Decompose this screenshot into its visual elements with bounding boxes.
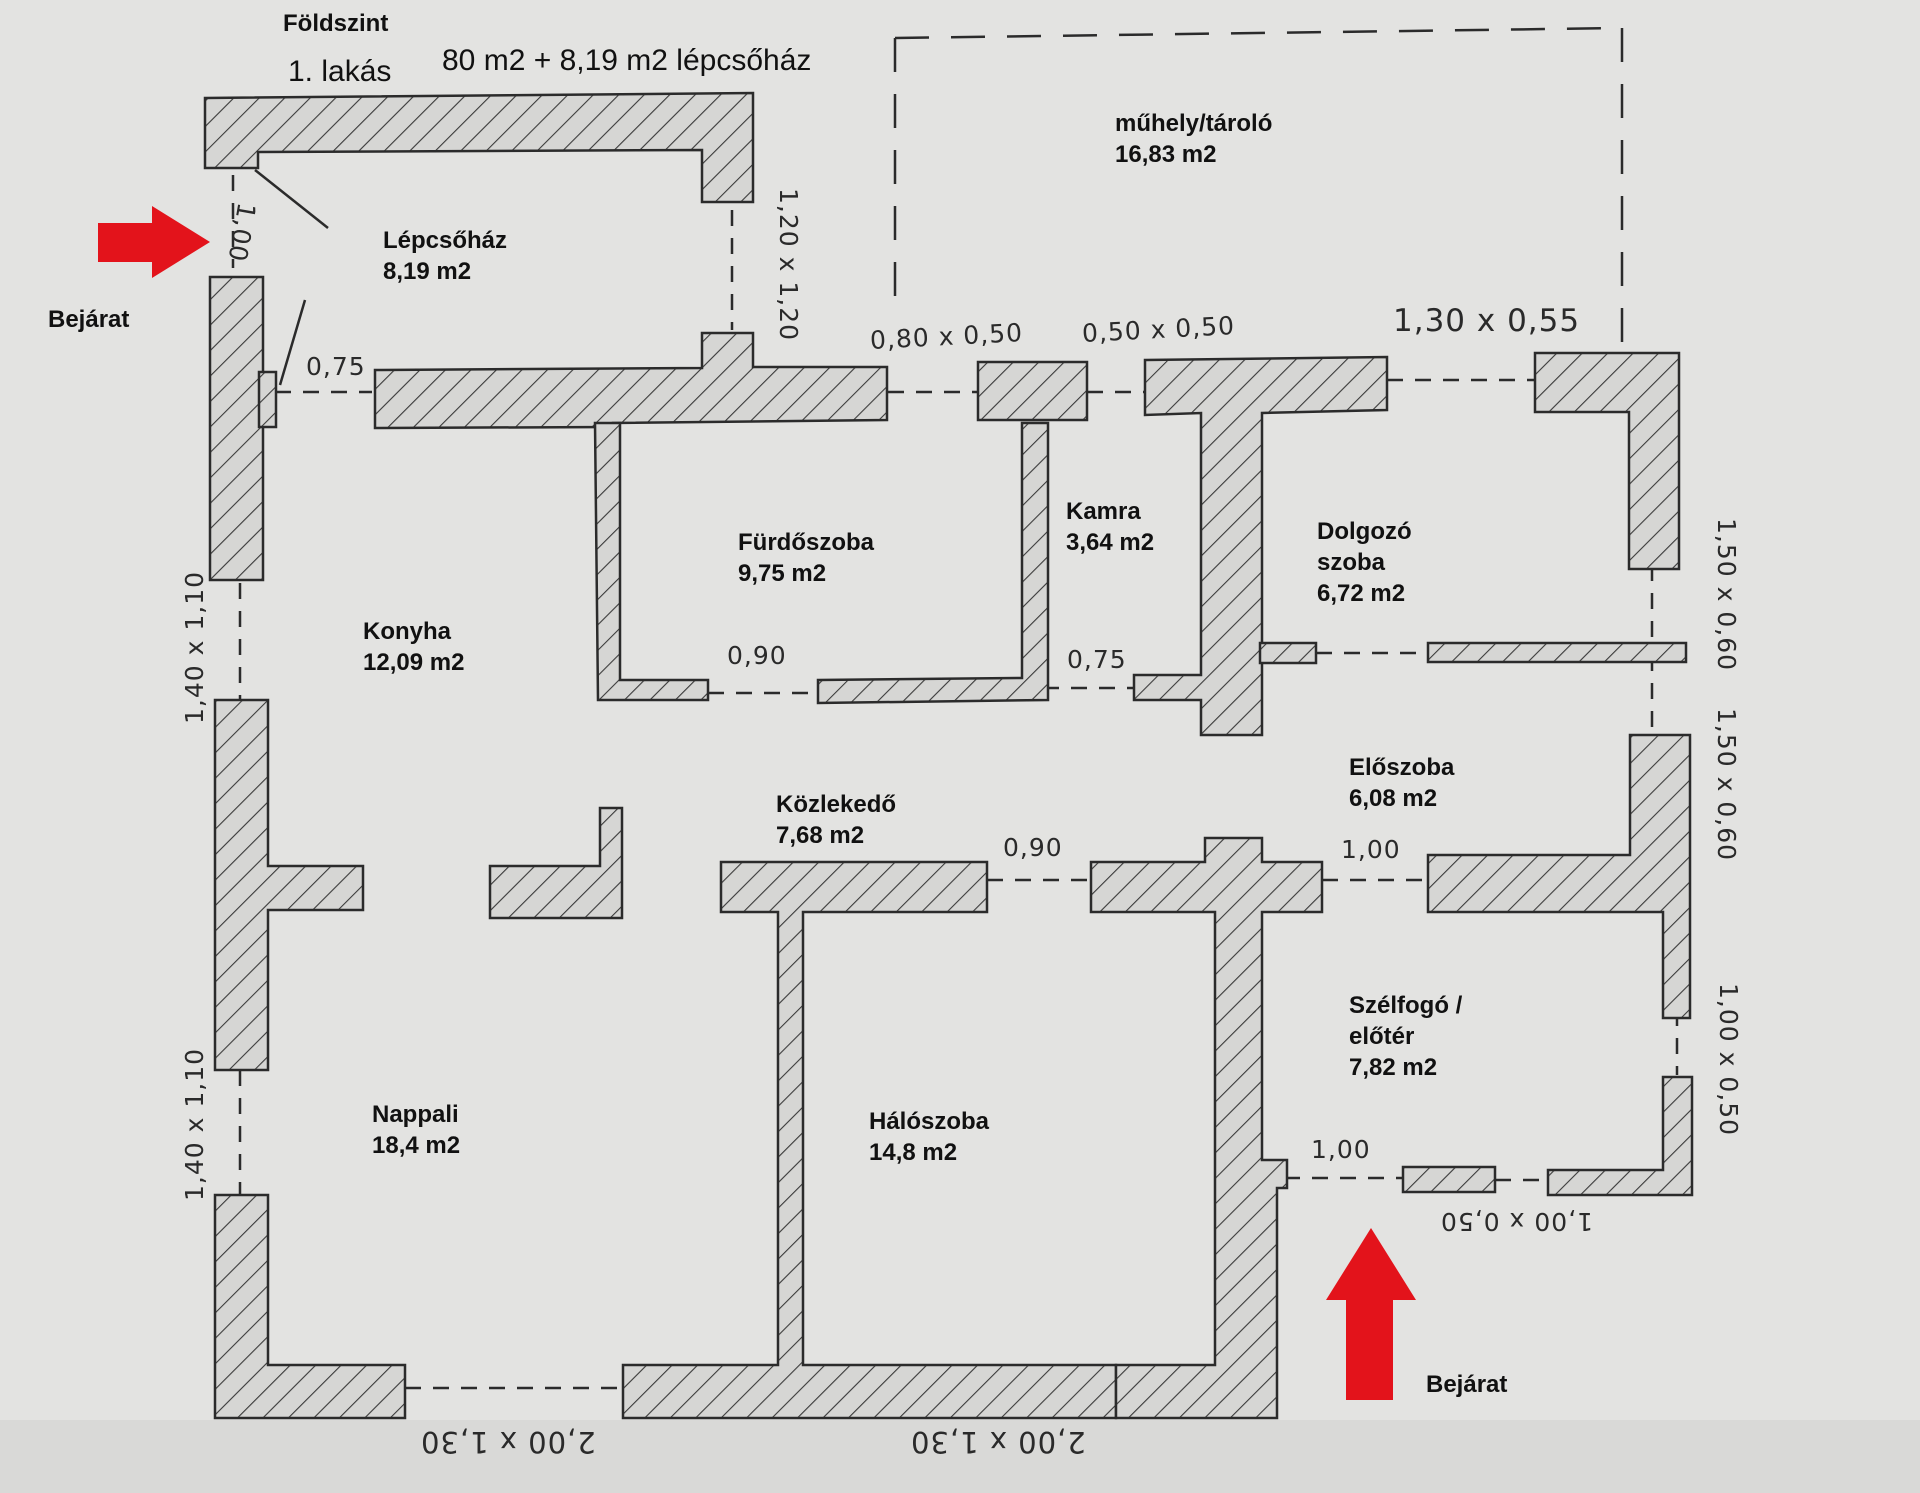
room-lepcsohaz: Lépcsőház 8,19 m2	[383, 225, 507, 287]
dim-window-bottom-2: 2,00 x 1,30	[910, 1425, 1086, 1459]
door-swings	[254, 169, 329, 386]
room-kozlekedo: Közlekedő 7,68 m2	[776, 789, 896, 851]
room-muhely: műhely/tároló 16,83 m2	[1115, 108, 1272, 170]
dim-window-bottom-right: 1,00 x 0,50	[1440, 1207, 1594, 1236]
room-furdoszoba: Fürdőszoba 9,75 m2	[738, 527, 874, 589]
room-haloszoba: Hálószoba 14,8 m2	[869, 1106, 989, 1168]
entrance-label-bottom: Bejárat	[1426, 1371, 1508, 1398]
entrance-arrow-bottom	[1326, 1228, 1416, 1400]
room-name: Nappali	[372, 1101, 459, 1128]
dim-kitchen-door: 0,75	[306, 352, 366, 381]
room-area: 16,83 m2	[1115, 141, 1217, 168]
room-name: Dolgozó szoba	[1317, 518, 1412, 576]
room-name: Hálószoba	[869, 1108, 990, 1135]
room-kamra: Kamra 3,64 m2	[1066, 496, 1154, 558]
dim-window-top-3: 1,30 x 0,55	[1393, 303, 1581, 339]
entrance-label-left: Bejárat	[48, 306, 130, 333]
room-area: 12,09 m2	[363, 649, 465, 676]
room-name: Szélfogó / előtér	[1349, 992, 1463, 1050]
room-konyha: Konyha 12,09 m2	[363, 616, 464, 678]
dim-foyer-door: 1,00	[1341, 835, 1401, 864]
room-name: műhely/tároló	[1115, 110, 1273, 137]
walls	[203, 91, 1694, 1420]
room-area: 7,68 m2	[776, 822, 865, 849]
room-area: 6,72 m2	[1317, 580, 1406, 607]
entrance-arrow-left	[98, 206, 210, 278]
room-area: 6,08 m2	[1349, 785, 1438, 812]
dim-window-left-1: 1,40 x 1,10	[180, 570, 210, 725]
dim-main-door: 1,00	[1311, 1135, 1371, 1164]
room-area: 7,82 m2	[1349, 1054, 1438, 1081]
room-name: Lépcsőház	[383, 227, 508, 254]
level-title: Földszint	[283, 10, 389, 37]
area-summary: 80 m2 + 8,19 m2 lépcsőház	[442, 44, 812, 77]
room-area: 18,4 m2	[372, 1132, 461, 1159]
room-area: 8,19 m2	[383, 258, 472, 285]
room-name: Kamra	[1066, 498, 1141, 525]
dim-window-right-1: 1,50 x 0,60	[1712, 517, 1742, 672]
paper-shadow	[0, 1420, 1920, 1493]
room-name: Fürdőszoba	[738, 529, 874, 556]
room-nappali: Nappali 18,4 m2	[372, 1099, 460, 1161]
dim-hall-door: 0,90	[1003, 833, 1063, 862]
dim-bath-door: 0,90	[727, 641, 787, 670]
apartment-title: 1. lakás	[288, 55, 392, 88]
dim-window-left-2: 1,40 x 1,10	[180, 1047, 210, 1202]
dim-window-right-2: 1,50 x 0,60	[1712, 707, 1742, 862]
room-area: 3,64 m2	[1066, 529, 1155, 556]
room-dolgozo: Dolgozó szoba 6,72 m2	[1317, 516, 1412, 609]
openings	[231, 175, 1679, 1390]
room-area: 9,75 m2	[738, 560, 827, 587]
workshop-outline	[893, 26, 1624, 345]
room-area: 14,8 m2	[869, 1139, 958, 1166]
room-name: Előszoba	[1349, 754, 1455, 781]
dim-staircase-window: 1,20 x 1,20	[774, 187, 804, 342]
room-szelfogo: Szélfogó / előtér 7,82 m2	[1349, 990, 1462, 1083]
dim-window-right-3: 1,00 x 0,50	[1714, 982, 1744, 1137]
dim-window-bottom-1: 2,00 x 1,30	[420, 1425, 596, 1459]
dim-pantry-door: 0,75	[1067, 645, 1127, 674]
room-name: Konyha	[363, 618, 452, 645]
room-name: Közlekedő	[776, 791, 897, 818]
room-eloszoba: Előszoba 6,08 m2	[1349, 752, 1454, 814]
